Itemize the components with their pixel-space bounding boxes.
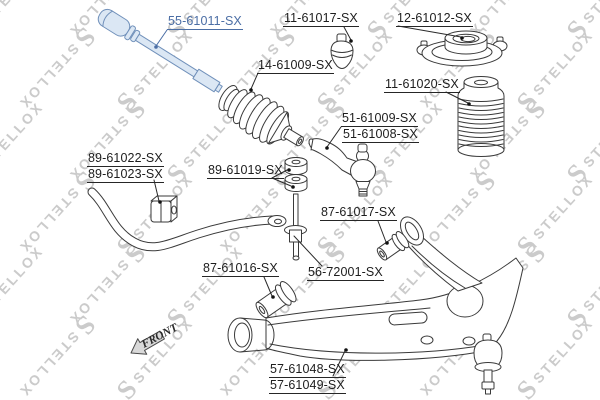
leader-lines	[153, 25, 471, 377]
stabilizer-link-grommets-drawing	[284, 157, 308, 192]
label-tie-rod-end-a[interactable]: 51-61009-SX	[341, 111, 418, 128]
tie-rod-end-drawing	[308, 138, 376, 197]
axial-joint-drawing[interactable]	[95, 6, 225, 97]
strut-mount-drawing	[416, 30, 508, 67]
label-stabilizer-link-grommets[interactable]: 89-61019-SX	[207, 163, 284, 180]
shock-dust-boot-drawing	[457, 76, 505, 157]
front-arrow-icon: FRONT	[130, 321, 181, 355]
arm-bushing-rear-drawing	[376, 231, 410, 261]
label-arm-bushing-front[interactable]: 87-61016-SX	[202, 261, 279, 278]
stabilizer-bushing-drawing	[150, 195, 178, 223]
label-control-arm-a[interactable]: 57-61048-SX	[269, 362, 346, 379]
steering-rack-boot-drawing	[218, 85, 304, 147]
arm-bushing-front-drawing	[255, 280, 297, 319]
label-stabilizer-bushing-b[interactable]: 89-61023-SX	[87, 167, 164, 184]
label-stabilizer-bushing-a[interactable]: 89-61022-SX	[87, 151, 164, 168]
label-tie-rod-end-b[interactable]: 51-61008-SX	[342, 127, 419, 144]
label-strut-mount[interactable]: 12-61012-SX	[396, 11, 473, 28]
label-axial-joint[interactable]: 55-61011-SX	[167, 14, 243, 31]
stabilizer-link-drawing	[284, 193, 307, 261]
bump-stop-drawing	[330, 33, 354, 69]
label-stabilizer-link[interactable]: 56-72001-SX	[307, 265, 384, 282]
label-arm-bushing-rear[interactable]: 87-61017-SX	[320, 205, 397, 222]
ball-joint-drawing	[473, 333, 503, 395]
label-control-arm-b[interactable]: 57-61049-SX	[269, 378, 346, 395]
control-arm-drawing	[227, 216, 524, 395]
front-label: FRONT	[139, 321, 181, 351]
label-bump-stop[interactable]: 11-61017-SX	[283, 11, 359, 28]
stabilizer-bar-drawing	[87, 187, 287, 252]
label-shock-dust-boot[interactable]: 11-61020-SX	[384, 77, 460, 94]
label-steering-rack-boot[interactable]: 14-61009-SX	[257, 58, 334, 75]
